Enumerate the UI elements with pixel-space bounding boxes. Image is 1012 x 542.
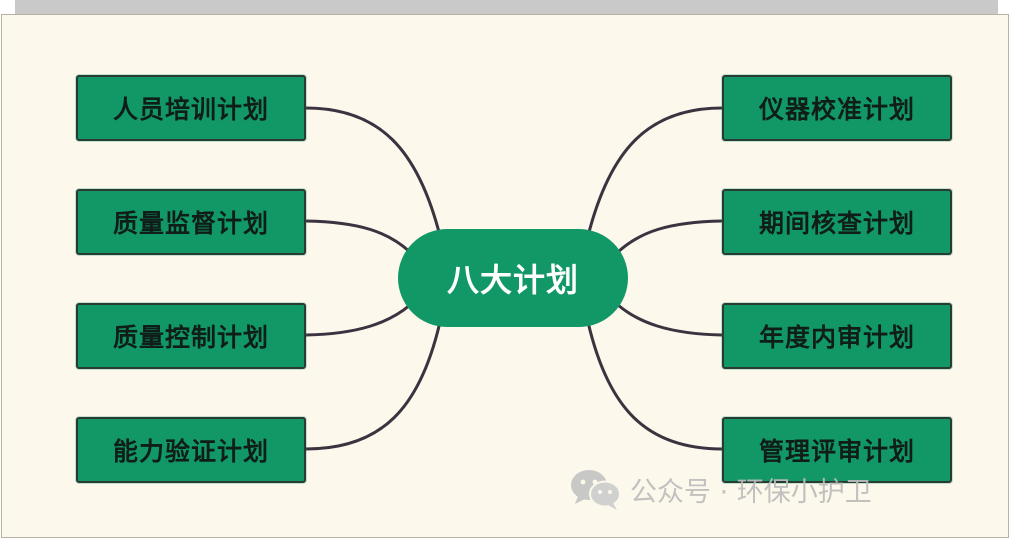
node-quality-control: 质量控制计划: [76, 303, 306, 369]
node-annual-internal-audit: 年度内审计划: [722, 303, 952, 369]
node-personnel-training: 人员培训计划: [76, 75, 306, 141]
node-management-review: 管理评审计划: [722, 417, 952, 483]
watermark-text: 公众号 · 环保小护卫: [630, 476, 872, 508]
frame-shadow-edge: [996, 0, 998, 14]
node-intermediate-check: 期间核查计划: [722, 189, 952, 255]
wechat-icon: [568, 466, 624, 512]
frame-shadow: [15, 0, 998, 14]
node-instrument-calibration: 仪器校准计划: [722, 75, 952, 141]
node-quality-supervision: 质量监督计划: [76, 189, 306, 255]
watermark: 公众号 · 环保小护卫: [568, 466, 872, 512]
node-proficiency-testing: 能力验证计划: [76, 417, 306, 483]
center-node: 八大计划: [398, 229, 628, 327]
